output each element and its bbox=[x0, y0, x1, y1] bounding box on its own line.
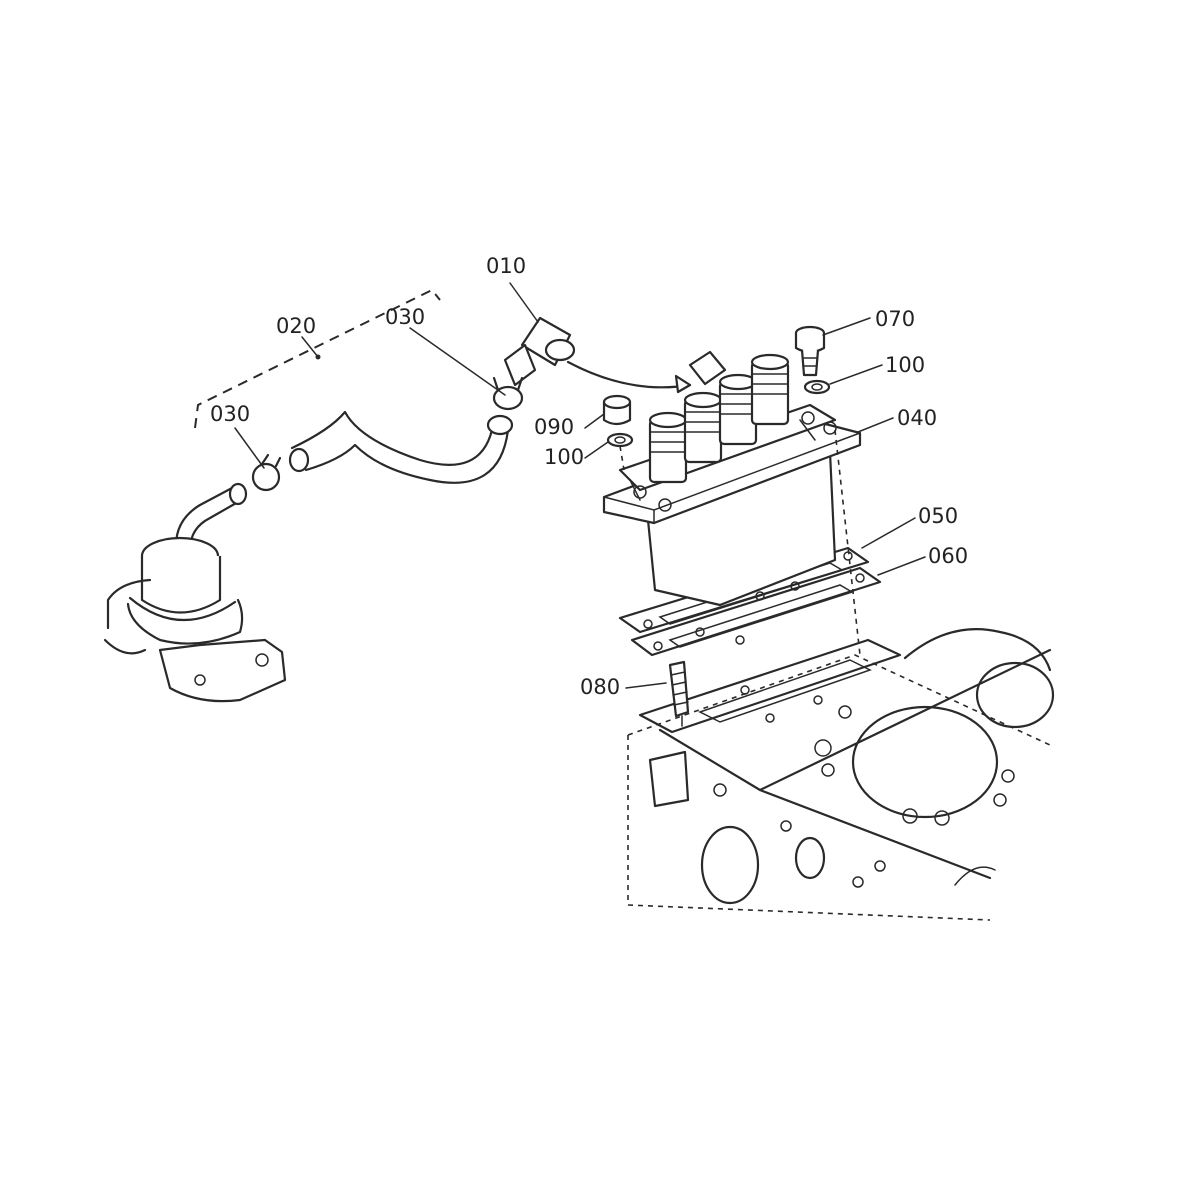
gasket-060 bbox=[630, 566, 882, 657]
callout-090: 090 bbox=[534, 415, 574, 439]
injection-pump-040 bbox=[602, 350, 862, 607]
washer-100-lower bbox=[606, 432, 634, 448]
callout-100-lower: 100 bbox=[544, 445, 584, 469]
callout-020: 020 bbox=[276, 314, 316, 338]
assembly-bracket bbox=[194, 288, 441, 429]
bolt-070 bbox=[794, 325, 826, 377]
cap-090 bbox=[602, 394, 632, 426]
fuel-feed-pump bbox=[103, 482, 287, 703]
fuel-hose-020 bbox=[288, 410, 514, 484]
callout-080: 080 bbox=[580, 675, 620, 699]
callout-070: 070 bbox=[875, 307, 915, 331]
engine-block bbox=[627, 628, 1055, 921]
callout-030-upper: 030 bbox=[385, 305, 425, 329]
callout-100-upper: 100 bbox=[885, 353, 925, 377]
callout-labels: 010 020 030 030 070 100 040 090 100 050 … bbox=[210, 254, 968, 699]
callout-010: 010 bbox=[486, 254, 526, 278]
leader-lines bbox=[234, 282, 926, 689]
washer-100-upper bbox=[803, 379, 831, 395]
banjo-fitting-010 bbox=[503, 316, 576, 387]
callout-060: 060 bbox=[928, 544, 968, 568]
stud-bolt-080 bbox=[668, 660, 690, 727]
hose-clamp-030-left bbox=[251, 453, 282, 492]
callout-050: 050 bbox=[918, 504, 958, 528]
delivery-valve-holders bbox=[648, 353, 790, 484]
callout-030-lower: 030 bbox=[210, 402, 250, 426]
callout-040: 040 bbox=[897, 406, 937, 430]
assembly-arrow bbox=[566, 360, 692, 389]
